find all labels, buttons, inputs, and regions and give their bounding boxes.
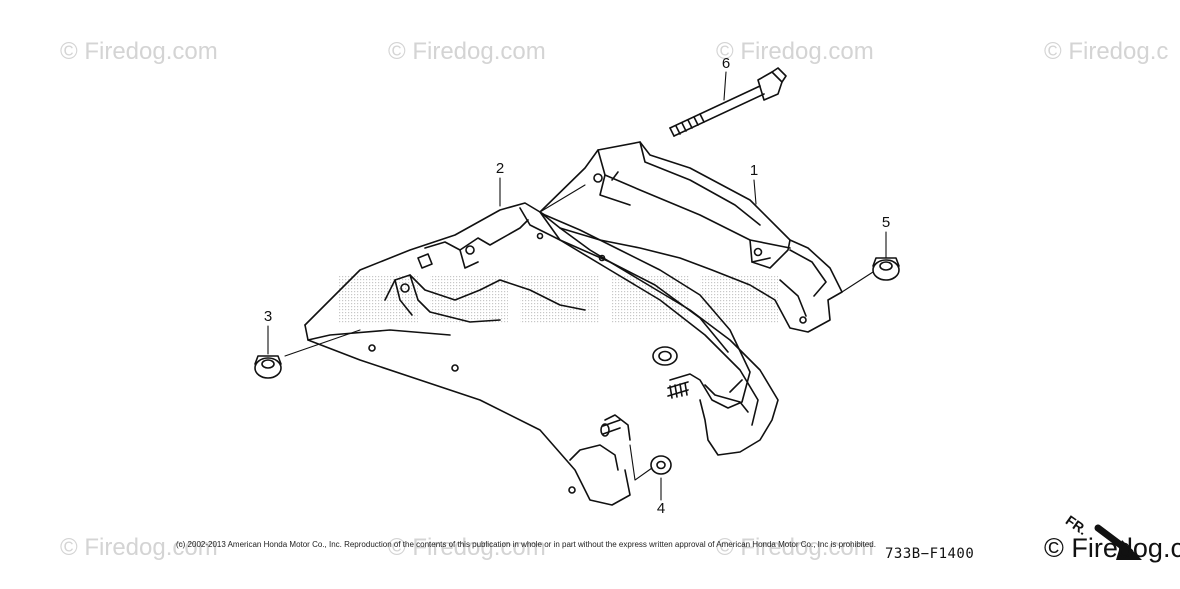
callout-4: 4	[656, 500, 666, 517]
part-6-bolt	[669, 67, 787, 137]
watermark: © Firedog.com	[60, 534, 218, 561]
callout-5: 5	[881, 214, 891, 231]
fr-arrow-icon	[1094, 524, 1142, 560]
callout-6: 6	[721, 55, 731, 72]
watermark: © Firedog.com	[60, 38, 218, 65]
callout-2: 2	[495, 160, 505, 177]
watermark: © Firedog.com	[716, 534, 874, 561]
part-5-flange-nut	[872, 257, 900, 281]
watermark: © Firedog.com	[388, 38, 546, 65]
watermark: © Firedog.c	[1044, 38, 1169, 65]
part-4-washer	[650, 455, 672, 475]
diagram-code: 733B−F1400	[885, 546, 975, 562]
watermark: © Firedog.com	[716, 38, 874, 65]
part-3-flange-nut	[254, 355, 282, 379]
part-2-front-fender	[304, 202, 751, 506]
part-1-rear-fender	[539, 141, 843, 456]
watermark: © Firedog.com	[388, 534, 546, 561]
callout-1: 1	[749, 162, 759, 179]
callout-3: 3	[263, 308, 273, 325]
brand-halftone-band	[338, 276, 778, 324]
copyright-notice: (c) 2002-2013 American Honda Motor Co., …	[176, 540, 876, 549]
leader-lines	[267, 71, 887, 501]
watermark-corner: © Firedog.c	[1044, 533, 1180, 563]
